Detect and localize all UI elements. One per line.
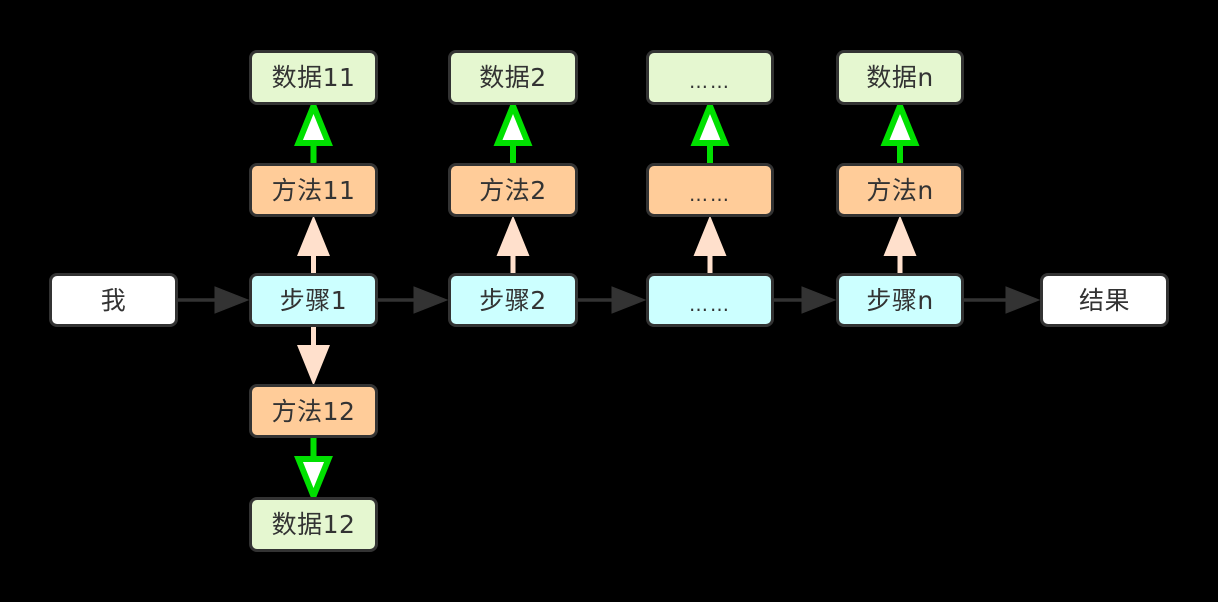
edge-stepn-to-methodn (883, 215, 917, 273)
node-label-step2: 步骤2 (479, 285, 547, 315)
node-label-methoddots: …… (689, 183, 731, 206)
edge-arrowhead (880, 98, 920, 146)
node-me[interactable]: 我 (49, 273, 178, 327)
node-label-method11: 方法11 (271, 175, 356, 205)
edge-arrowhead (611, 286, 647, 314)
node-method12[interactable]: 方法12 (249, 384, 378, 438)
edge-arrowhead (413, 286, 449, 314)
edge-method11-to-data11 (294, 98, 333, 163)
node-label-me: 我 (100, 285, 127, 315)
edge-stepdots-to-methoddots (693, 215, 727, 273)
node-label-result: 结果 (1078, 285, 1130, 315)
node-label-stepdots: …… (689, 293, 731, 316)
node-data11[interactable]: 数据11 (249, 50, 378, 105)
node-step1[interactable]: 步骤1 (249, 273, 378, 327)
node-label-data11: 数据11 (271, 63, 356, 92)
node-method11[interactable]: 方法11 (249, 163, 378, 217)
node-label-stepn: 步骤n (866, 285, 934, 315)
edge-stepdots-to-stepn (774, 286, 837, 314)
edge-method12-to-data12 (294, 438, 333, 504)
node-label-methodn: 方法n (866, 175, 934, 205)
node-methoddots[interactable]: …… (646, 163, 774, 217)
edge-me-to-step1 (178, 286, 250, 314)
edge-arrowhead (297, 345, 330, 386)
node-stepn[interactable]: 步骤n (836, 273, 964, 327)
node-data12[interactable]: 数据12 (249, 497, 378, 552)
edge-arrowhead (294, 98, 333, 146)
edge-step2-to-stepdots (578, 286, 647, 314)
node-label-data2: 数据2 (479, 63, 547, 92)
edge-arrowhead (801, 286, 837, 314)
node-result[interactable]: 结果 (1040, 273, 1169, 327)
edge-step1-to-method11 (297, 215, 330, 273)
node-label-step1: 步骤1 (279, 285, 348, 315)
edge-step1-to-method12 (297, 327, 330, 386)
node-methodn[interactable]: 方法n (836, 163, 964, 217)
edge-method2-to-data2 (493, 98, 533, 163)
node-data2[interactable]: 数据2 (448, 50, 578, 105)
edge-arrowhead (883, 215, 917, 256)
node-label-data12: 数据12 (271, 510, 356, 539)
node-step2[interactable]: 步骤2 (448, 273, 578, 327)
edge-arrowhead (1005, 286, 1041, 314)
node-datadots[interactable]: …… (646, 50, 774, 105)
edge-arrowhead (693, 215, 727, 256)
node-label-datan: 数据n (866, 63, 934, 92)
edge-methodn-to-datan (880, 98, 920, 163)
edge-arrowhead (493, 98, 533, 146)
edge-methoddots-to-datadots (690, 98, 730, 163)
edge-arrowhead (496, 215, 530, 256)
edge-arrowhead (297, 215, 330, 256)
node-method2[interactable]: 方法2 (448, 163, 578, 217)
node-stepdots[interactable]: …… (646, 273, 774, 327)
node-label-method2: 方法2 (479, 175, 547, 205)
edge-arrowhead (690, 98, 730, 146)
node-datan[interactable]: 数据n (836, 50, 964, 105)
edge-arrowhead (294, 456, 333, 504)
edge-step1-to-step2 (378, 286, 449, 314)
edge-stepn-to-result (964, 286, 1041, 314)
edge-step2-to-method2 (496, 215, 530, 273)
node-label-method12: 方法12 (271, 396, 356, 426)
node-label-datadots: …… (689, 71, 731, 93)
edge-arrowhead (214, 286, 250, 314)
